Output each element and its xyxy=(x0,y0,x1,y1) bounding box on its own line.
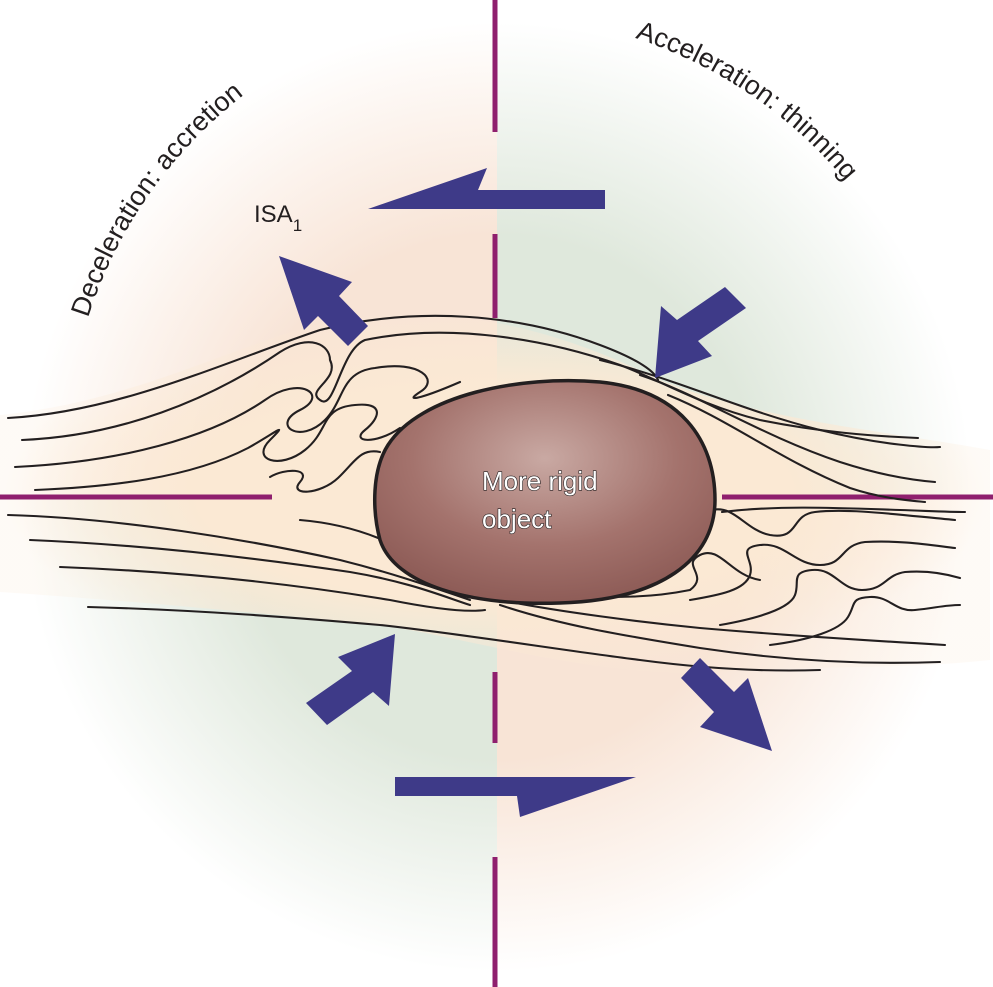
foliation-line xyxy=(638,373,937,484)
foliation-line xyxy=(6,314,660,420)
foliation-line xyxy=(268,450,382,493)
foliation-line xyxy=(768,595,962,647)
foliation-line xyxy=(33,403,402,492)
isa-arrow-upper-left xyxy=(279,256,368,346)
foliation-line xyxy=(498,603,942,664)
foliation-line xyxy=(718,568,962,627)
foliation-line xyxy=(13,365,462,469)
top-shear-arrow xyxy=(368,168,605,209)
isa-label-subscript: 1 xyxy=(293,216,302,235)
foliation-lines xyxy=(6,314,967,672)
foliation-line xyxy=(666,393,927,504)
arrow-lower-left-inward xyxy=(306,634,395,725)
foliation-line xyxy=(86,605,822,672)
bottom-shear-arrow xyxy=(395,777,636,817)
arrow-lower-right-outward xyxy=(681,658,772,751)
rigid-object-label-line1: More rigid xyxy=(482,466,598,496)
isa-label-main: ISA xyxy=(254,201,293,228)
rigid-object-label-line2: object xyxy=(482,504,552,534)
foliation-line xyxy=(58,565,487,612)
isa-label: ISA1 xyxy=(254,201,302,235)
arrow-upper-right-inward xyxy=(655,287,746,378)
foliation-line xyxy=(20,331,920,442)
rigid-object xyxy=(373,378,717,606)
foliation-line xyxy=(28,538,472,607)
foliation-line xyxy=(720,506,967,514)
foliation-line xyxy=(598,358,942,449)
foliation-line xyxy=(688,540,957,602)
